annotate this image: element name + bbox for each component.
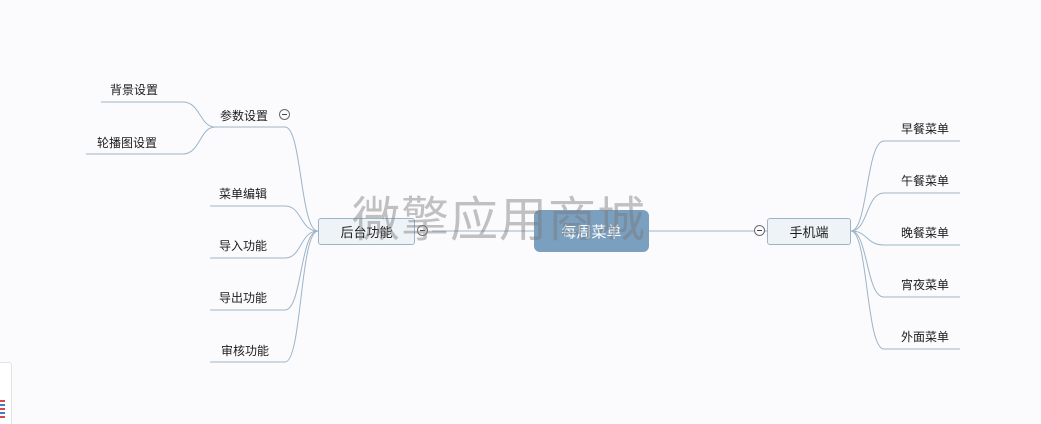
node-review[interactable]: 审核功能 [221,344,270,358]
link-right-dinner [850,230,960,246]
node-outside[interactable]: 外面菜单 [901,330,950,344]
link-left-export [210,230,319,311]
node-night-snack[interactable]: 宵夜菜单 [901,278,950,292]
node-background-settings[interactable]: 背景设置 [110,83,159,97]
link-params-bg [101,101,216,128]
node-export[interactable]: 导出功能 [219,291,268,305]
link-right-outside [850,230,960,350]
collapse-params-icon[interactable] [279,109,290,120]
link-right-night [850,230,960,298]
branch-node-mobile-label: 手机端 [789,226,829,241]
collapse-backend-icon[interactable] [417,225,428,236]
node-menu-edit[interactable]: 菜单编辑 [219,187,268,201]
node-dinner[interactable]: 晚餐菜单 [901,226,950,240]
root-node[interactable]: 每周菜单 [534,210,649,252]
root-node-label: 每周菜单 [561,222,622,241]
node-import[interactable]: 导入功能 [219,239,268,253]
link-params-carousel [86,126,216,155]
link-left-edit [210,205,319,232]
link-left-import [210,230,319,259]
collapse-mobile-icon[interactable] [754,225,765,236]
branch-node-backend[interactable]: 后台功能 [318,218,415,245]
link-right-breakfast [850,140,960,232]
branch-node-backend-label: 后台功能 [340,226,393,241]
flag-icon [0,400,5,418]
node-params[interactable]: 参数设置 [220,109,269,123]
node-breakfast[interactable]: 早餐菜单 [901,122,950,136]
node-carousel-settings[interactable]: 轮播图设置 [97,136,158,150]
link-left-params [215,126,319,232]
node-lunch[interactable]: 午餐菜单 [901,174,950,188]
link-right-lunch [850,192,960,232]
branch-node-mobile[interactable]: 手机端 [767,218,851,245]
link-left-review [210,230,319,363]
